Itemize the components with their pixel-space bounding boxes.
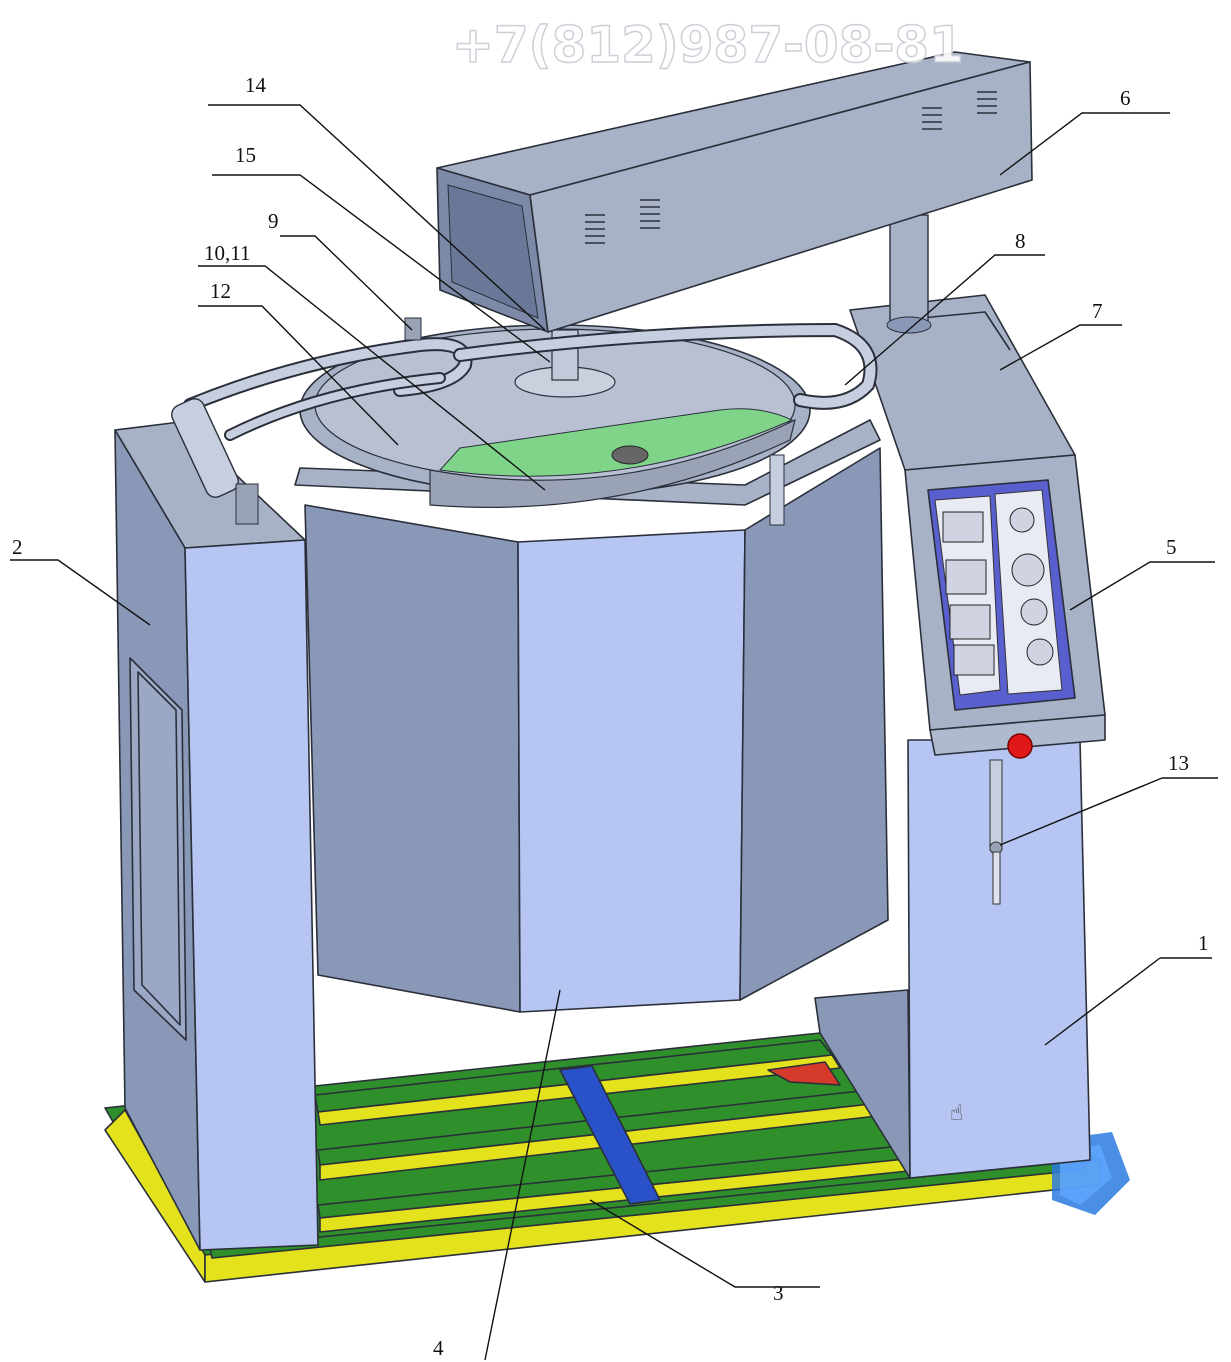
callout-7: 7 xyxy=(1092,299,1103,323)
leader-12 xyxy=(198,305,399,446)
leader-2 xyxy=(10,559,151,626)
leader-13 xyxy=(999,777,1218,846)
leader-8 xyxy=(844,254,1045,386)
base-frame xyxy=(104,1032,1130,1283)
leader-7 xyxy=(999,324,1122,371)
callout-3: 3 xyxy=(773,1281,784,1305)
drive-unit xyxy=(436,51,1033,334)
right-stand-leg: ☝ xyxy=(814,739,1091,1179)
control-panel xyxy=(927,479,1076,711)
emergency-stop-button xyxy=(1007,733,1033,759)
callout-9: 9 xyxy=(268,209,279,233)
callout-labels: 1 2 3 4 5 6 7 8 9 10,11 12 13 14 15 xyxy=(12,73,1209,1360)
callout-5: 5 xyxy=(1166,535,1177,559)
callout-15: 15 xyxy=(235,143,256,167)
grate-panel xyxy=(438,408,794,477)
callout-12: 12 xyxy=(210,279,231,303)
svg-text:☝: ☝ xyxy=(950,1101,963,1126)
callout-8: 8 xyxy=(1015,229,1026,253)
leader-5 xyxy=(1069,561,1215,611)
callout-14: 14 xyxy=(245,73,267,97)
callout-1: 1 xyxy=(1198,931,1209,955)
leader-1 xyxy=(1044,957,1212,1046)
callout-4: 4 xyxy=(433,1336,444,1360)
lid-handle-tubes xyxy=(171,317,878,526)
leader-10-11 xyxy=(198,265,546,491)
leader-6 xyxy=(999,112,1170,176)
control-housing xyxy=(849,294,1106,905)
water-valve xyxy=(989,759,1003,905)
callout-10-11: 10,11 xyxy=(204,241,250,265)
kettle-vessel xyxy=(294,419,889,1013)
left-stand-leg xyxy=(114,421,319,1251)
kettle-lid xyxy=(299,324,811,508)
callout-6: 6 xyxy=(1120,86,1131,110)
leader-9 xyxy=(280,235,413,331)
callout-13: 13 xyxy=(1168,751,1189,775)
leader-14 xyxy=(208,104,546,331)
leader-4 xyxy=(484,989,561,1361)
phone-watermark: +7(812)987-08-81 xyxy=(452,16,964,74)
callout-2: 2 xyxy=(12,535,23,559)
callout-leaders xyxy=(10,104,1218,1361)
leader-15 xyxy=(212,174,551,363)
leader-3 xyxy=(589,1199,820,1288)
